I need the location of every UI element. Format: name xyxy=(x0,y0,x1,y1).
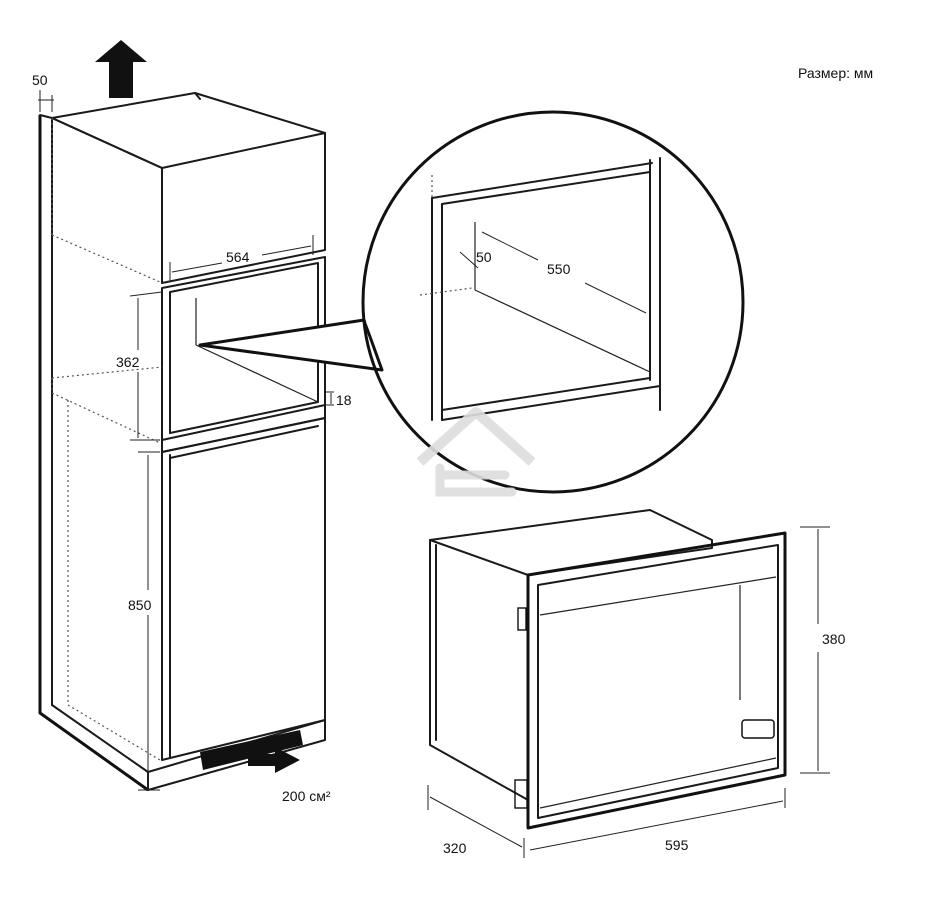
dim-shelf-thickness-label: 18 xyxy=(336,392,352,408)
detail-circle xyxy=(361,110,745,494)
dim-top-gap-label: 50 xyxy=(32,72,48,88)
house-watermark-icon xyxy=(416,407,536,497)
airflow-up-arrow xyxy=(95,40,147,98)
dim-oven-depth-label: 320 xyxy=(443,840,467,856)
oven-body xyxy=(429,509,713,801)
dim-detail-depth-label: 50 xyxy=(476,249,492,265)
vent-area-label: 200 см² xyxy=(282,788,331,804)
oven-control-panel xyxy=(741,719,775,739)
cabinet-left-panel xyxy=(38,115,149,792)
cabinet: 50 564 362 18 850 200 см² xyxy=(32,40,352,804)
oven: 380 320 595 xyxy=(427,509,846,858)
dim-floor-height-label: 850 xyxy=(128,597,152,613)
dim-niche-height-label: 362 xyxy=(116,354,140,370)
dim-niche-width-label: 564 xyxy=(226,249,250,265)
detail-callout: 50 550 xyxy=(198,110,745,494)
cabinet-top-box xyxy=(51,92,326,284)
oven-door xyxy=(526,531,787,830)
units-label: Размер: мм xyxy=(798,65,873,81)
dim-oven-width-label: 595 xyxy=(665,837,689,853)
oven-hinge-bottom xyxy=(514,779,528,809)
cabinet-lower-box xyxy=(161,417,326,761)
vent-opening xyxy=(200,730,303,770)
airflow-in-arrow xyxy=(248,747,300,773)
oven-hinge-top xyxy=(517,607,527,631)
callout-pointer xyxy=(198,318,384,372)
dim-detail-width-label: 550 xyxy=(547,261,571,277)
dim-oven-height-label: 380 xyxy=(822,631,846,647)
